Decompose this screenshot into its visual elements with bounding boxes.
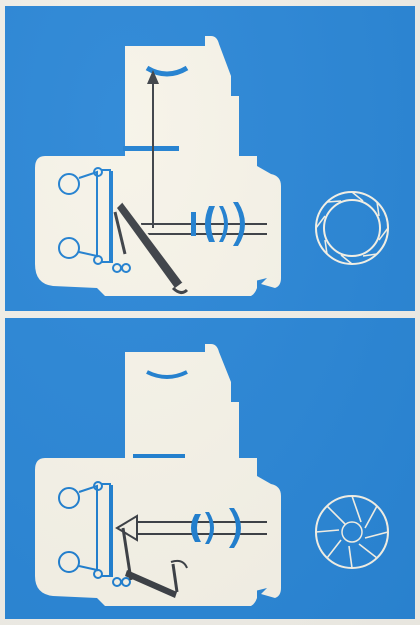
panel-viewing xyxy=(5,6,415,311)
lens-barrel xyxy=(243,171,267,284)
lens-barrel xyxy=(243,480,267,594)
viewing-diagram xyxy=(5,6,415,311)
exposure-diagram xyxy=(5,318,415,619)
focusing-screen xyxy=(123,146,179,151)
focusing-screen xyxy=(133,454,185,458)
panel-exposure xyxy=(5,318,415,619)
